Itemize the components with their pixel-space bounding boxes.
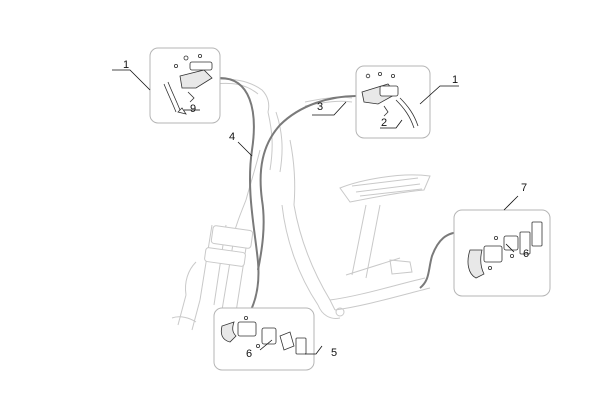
brake-pad xyxy=(503,235,519,251)
callout-3: 3 xyxy=(317,101,323,113)
callout-4: 4 xyxy=(229,131,235,143)
callout-labels: 1 1 2 3 4 5 6 6 7 9 xyxy=(123,59,529,360)
cable-rear-run xyxy=(419,231,463,289)
brake-lever-handle xyxy=(167,81,181,111)
callout-7: 7 xyxy=(521,182,527,194)
callout-9: 9 xyxy=(190,103,196,115)
callout-1-right: 1 xyxy=(452,74,458,86)
brake-lever-handle xyxy=(395,99,415,129)
callout-box-right-lever xyxy=(355,65,431,139)
brake-pad xyxy=(531,221,543,247)
callout-6-front: 6 xyxy=(246,348,252,360)
lever-assembly-right xyxy=(355,65,431,139)
leader-lines xyxy=(112,69,519,355)
callout-5: 5 xyxy=(331,347,337,359)
callout-1-left: 1 xyxy=(123,59,129,71)
brake-pad xyxy=(261,327,277,345)
brake-pad xyxy=(295,337,307,355)
cable-rear-brake xyxy=(257,95,357,271)
rear-caliper-assembly xyxy=(453,209,551,297)
callout-2: 2 xyxy=(381,117,387,129)
caliper-arm xyxy=(220,321,237,343)
cable-front-brake xyxy=(219,77,260,313)
callout-6-rear: 6 xyxy=(523,248,529,260)
lever-assembly-left xyxy=(149,47,221,124)
front-caliper-assembly xyxy=(213,307,315,371)
caliper-arm xyxy=(467,249,485,279)
scooter-frame xyxy=(171,78,431,331)
brake-cables xyxy=(219,77,463,313)
brake-lever-clamp xyxy=(179,69,213,89)
